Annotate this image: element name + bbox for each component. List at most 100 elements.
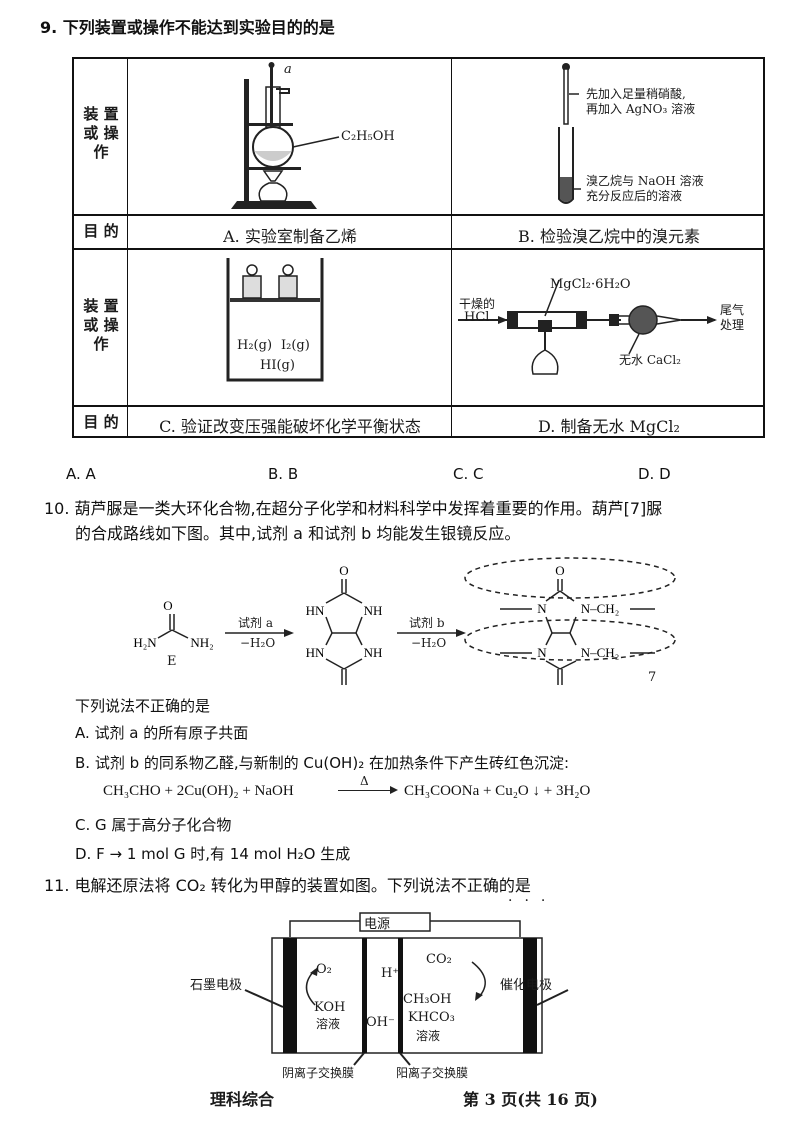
q9-stem: 9. 下列装置或操作不能达到实验目的的是 [40,18,335,37]
svg-text:HN: HN [306,603,325,618]
label-dry: 干燥的 [459,297,496,311]
svg-text:O: O [555,563,564,578]
co2-label: CO₂ [426,952,452,967]
cation-exchange-membrane [398,938,403,1053]
svg-text:O: O [339,563,348,578]
atom-O: O [163,598,172,613]
q10-option-A[interactable]: A. 试剂 a 的所有原子共面 [75,724,249,742]
label-cacl2: 无水 CaCl₂ [619,353,681,367]
label-hi: HI(g) [260,358,295,373]
q9-choice-C[interactable]: C. C [453,465,484,483]
svg-text:H₂N: H₂N [133,635,157,650]
footer-page: 第 3 页(共 16 页) [463,1090,598,1109]
q9-choice-A[interactable]: A. A [66,465,96,483]
row-label-purpose: 目 的 [83,222,119,240]
mgcl2-apparatus-diagram [458,279,717,375]
q10-equation-right: CH₃COONa + Cu₂O ↓ + 3H₂O [404,783,591,799]
q10-option-C[interactable]: C. G 属于高分子化合物 [75,816,232,834]
q9-table: 装 置 或 操 作 目 的 装 置 或 操 作 目 的 A. 实验室制备乙烯 B… [72,57,765,438]
q10-equation-left: CH₃CHO + 2Cu(OH)₂ + NaOH [103,783,294,799]
table-row-divider [74,248,763,250]
purpose-C: C. 验证改变压强能破坏化学平衡状态 [159,417,421,436]
svg-text:N–CH₂: N–CH₂ [581,601,619,616]
khco3-solution-label: 溶液 [416,1029,441,1043]
purpose-D: D. 制备无水 MgCl₂ [538,417,680,436]
equation-arrow [338,790,396,791]
catalytic-electrode-label: 催化电极 [500,978,553,993]
repeat-count: 7 [648,670,657,685]
svg-text:HN: HN [306,645,325,660]
table-col-divider [127,59,128,436]
q9-choice-D[interactable]: D. D [638,465,671,483]
row-label-line: 作 [93,143,109,161]
h-plus-label: H⁺ [381,966,400,981]
purpose-B: B. 检验溴乙烷中的溴元素 [518,227,700,246]
oh-minus-label: OH⁻ [366,1015,395,1030]
q11-stem: 11. 电解还原法将 CO₂ 转化为甲醇的装置如图。下列说法不正确的是 [44,876,531,895]
label-E: E [167,654,177,669]
svg-text:NH: NH [364,603,383,618]
anion-membrane-label: 阴离子交换膜 [282,1066,355,1080]
ethylene-apparatus-diagram [231,62,340,209]
svg-text:N: N [537,645,547,660]
graphite-electrode-label: 石墨电极 [190,978,243,993]
emphasis-dots: ··· [508,893,558,909]
footer-subject: 理科综合 [210,1090,275,1109]
power-source-box [359,912,431,932]
row-label-device: 装 置 或 操 作 [76,297,126,354]
row-label-line: 或 操 [83,316,119,334]
label-b-bottom1: 溴乙烷与 NaOH 溶液 [586,174,704,188]
label-b-top2: 再加入 AgNO₃ 溶液 [586,102,696,116]
svg-text:NH: NH [364,645,383,660]
label-tail2: 处理 [720,318,745,332]
koh-label: KOH [314,1000,346,1015]
row-label-line: 装 置 [83,297,119,315]
label-i2: I₂(g) [281,338,310,353]
graphite-electrode [283,938,297,1053]
q10-option-B[interactable]: B. 试剂 b 的同系物乙醛,与新制的 Cu(OH)₂ 在加热条件下产生砖红色沉… [75,754,570,772]
power-label: 电源 [364,917,391,932]
equation-arrowhead [390,786,398,794]
q10-option-D[interactable]: D. F → 1 mol G 时,有 14 mol H₂O 生成 [75,845,351,863]
heat-symbol: Δ [360,774,369,788]
o2-label: O₂ [316,962,332,977]
label-b-top1: 先加入足量稍硝酸, [586,87,686,101]
arrow1-bottom-label: −H₂O [240,636,276,650]
svg-text:NH₂: NH₂ [190,635,213,650]
table-row-divider [74,214,763,216]
arrow1-top-label: 试剂 a [238,616,273,630]
label-h2: H₂(g) [237,338,273,353]
cucurbituril-synthesis-scheme: O H₂N NH₂ O HN NH HN NH O N N–CH₂ N N–CH… [133,557,676,685]
piston-container-diagram [226,258,324,382]
catalytic-electrode [523,938,537,1053]
label-b-bottom2: 充分反应后的溶液 [586,189,683,203]
label-hcl: HCl [464,310,490,325]
q9-choice-B[interactable]: B. B [268,465,299,483]
khco3-label: KHCO₃ [408,1010,455,1025]
arrow2-top-label: 试剂 b [409,616,445,630]
table-col-divider [451,59,452,436]
row-label-line: 或 操 [83,124,119,142]
purpose-A: A. 实验室制备乙烯 [223,227,357,246]
row-label-device: 装 置 或 操 作 [76,105,126,162]
test-tube-diagram [558,63,581,204]
label-a: a [284,62,292,77]
q10-stem-line2: 的合成路线如下图。其中,试剂 a 和试剂 b 均能发生银镜反应。 [75,524,521,543]
arrow2-bottom-label: −H₂O [411,636,447,650]
label-ethanol: C₂H₅OH [341,129,395,144]
label-mgcl2-hydrate: MgCl₂·6H₂O [550,277,631,292]
row-label-line: 作 [93,335,109,353]
q10-prompt: 下列说法不正确的是 [75,697,211,715]
cation-membrane-label: 阳离子交换膜 [396,1066,469,1080]
koh-solution-label: 溶液 [316,1017,341,1031]
electrolysis-cell-diagram [244,912,569,1066]
svg-text:N: N [537,601,547,616]
label-tail1: 尾气 [720,303,745,317]
row-label-purpose: 目 的 [83,413,119,431]
row-label-line: 装 置 [83,105,119,123]
table-row-divider [74,405,763,407]
svg-text:N–CH₂: N–CH₂ [581,645,619,660]
q10-stem-line1: 10. 葫芦脲是一类大环化合物,在超分子化学和材料科学中发挥着重要的作用。葫芦[… [44,499,663,518]
ch3oh-label: CH₃OH [403,992,452,1007]
anion-exchange-membrane [362,938,367,1053]
